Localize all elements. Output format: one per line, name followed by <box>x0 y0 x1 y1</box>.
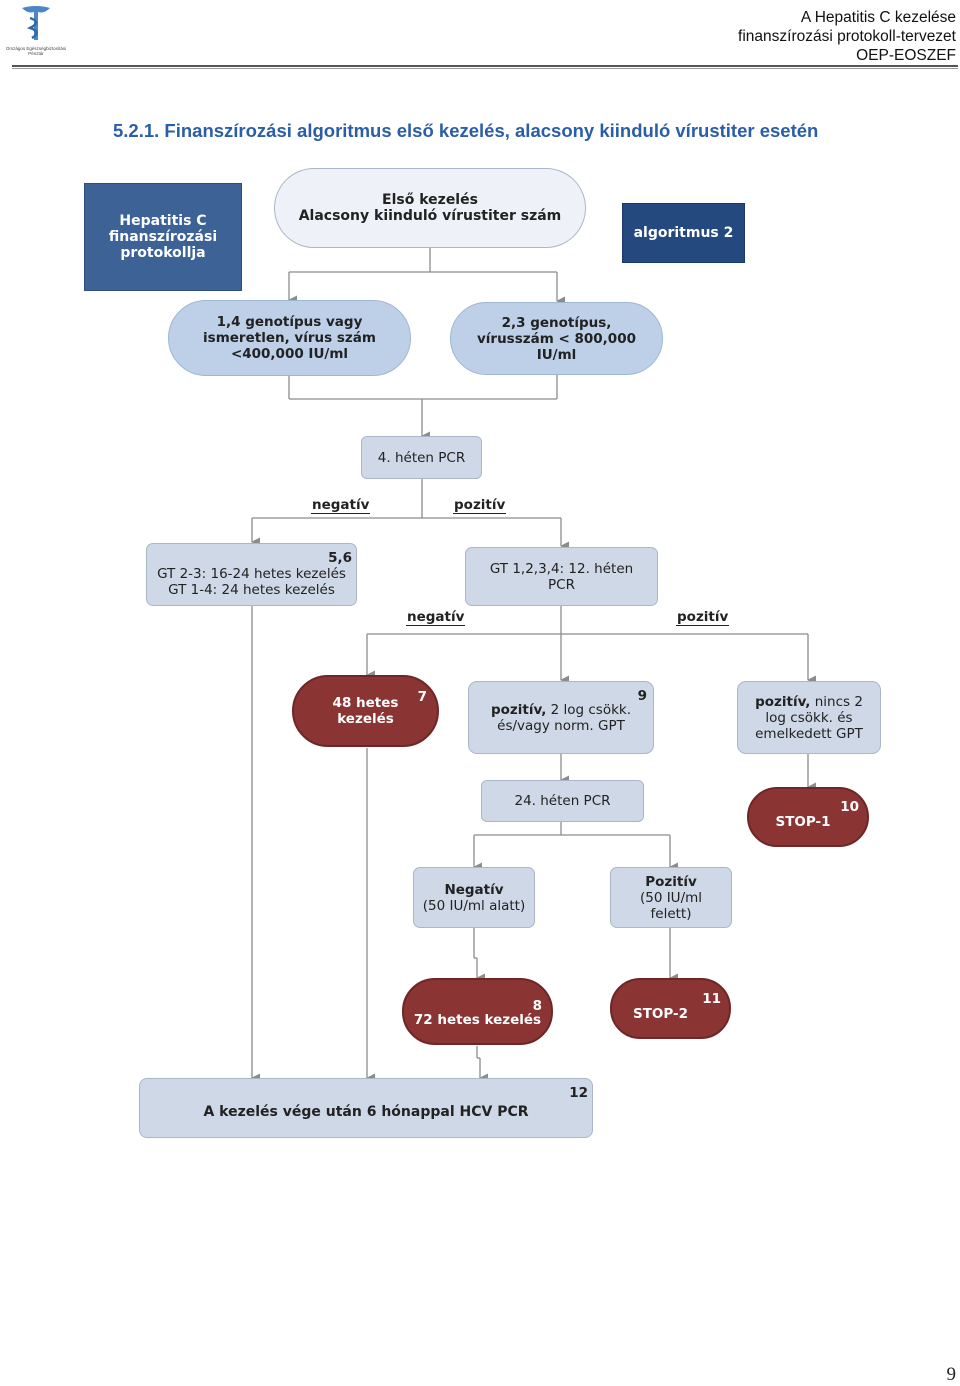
positive-50-text: (50 IU/ml felett) <box>639 889 703 922</box>
stop-2-number: 11 <box>702 991 721 1007</box>
stop-1-node: STOP-1 10 <box>747 787 869 847</box>
week4-pcr-text: 4. héten PCR <box>377 449 466 466</box>
header-line-1: A Hepatitis C kezelése <box>800 9 956 26</box>
week12-pcr-node: GT 1,2,3,4: 12. héten PCR <box>465 547 658 606</box>
page-number: 9 <box>946 1364 957 1385</box>
node-9-rest: 2 log csökk. és/vagy norm. GPT <box>497 701 632 734</box>
node-no-2log-text: pozitív, nincs 2 log csökk. és emelkedet… <box>738 694 880 742</box>
node-7-text: 48 hetes kezelés <box>332 695 399 727</box>
node-8-number: 8 <box>532 998 542 1014</box>
label-positive-week4: pozitív <box>453 497 507 514</box>
algorithm-badge: algoritmus 2 <box>622 203 745 263</box>
node-8-text: 72 hetes kezelés <box>413 1011 542 1028</box>
organization-logo: Országos Egészségbiztosítási Pénztár <box>4 2 68 56</box>
week4-pcr-node: 4. héten PCR <box>361 436 482 479</box>
label-negative-week4: negatív <box>311 497 371 514</box>
genotype-23-text: 2,3 genotípus, vírusszám < 800,000 IU/ml <box>476 314 636 363</box>
page-title: 5.2.1. Finanszírozási algoritmus első ke… <box>113 120 819 141</box>
start-node-line-1: Első kezelés <box>382 192 478 208</box>
end-node-number: 12 <box>569 1085 588 1101</box>
node-9-bold: pozitív, <box>490 701 547 718</box>
week24-pcr-node: 24. héten PCR <box>481 780 644 822</box>
header-line-3: OEP-EOSZEF <box>856 47 956 64</box>
document-header: A Hepatitis C kezelése finanszírozási pr… <box>738 8 956 65</box>
negative-50-text: (50 IU/ml alatt) <box>422 897 526 914</box>
week12-pcr-text: GT 1,2,3,4: 12. héten PCR <box>489 560 634 593</box>
header-rule <box>12 65 958 67</box>
start-node: Első kezelés Alacsony kiinduló vírustite… <box>274 168 586 248</box>
genotype-23-node: 2,3 genotípus, vírusszám < 800,000 IU/ml <box>450 302 663 375</box>
hepc-protocol-text: Hepatitis C finanszírozási protokollja <box>108 213 218 261</box>
stop-2-text: STOP-2 <box>632 1005 689 1022</box>
node-9-number: 9 <box>637 688 647 704</box>
stop-1-number: 10 <box>840 799 859 815</box>
node-7-number: 7 <box>417 689 427 705</box>
header-line-2: finanszírozási protokoll-tervezet <box>738 28 956 45</box>
node-no-2log-rest: nincs 2 log csökk. és emelkedett GPT <box>755 693 863 742</box>
node-positive-no-2log: pozitív, nincs 2 log csökk. és emelkedet… <box>737 681 881 754</box>
genotype-14-node: 1,4 genotípus vagy ismeretlen, vírus szá… <box>168 300 411 376</box>
negative-50-node: Negatív (50 IU/ml alatt) <box>413 867 535 928</box>
algorithm-badge-text: algoritmus 2 <box>633 225 734 241</box>
node-9-positive-2log: pozitív, 2 log csökk. és/vagy norm. GPT … <box>468 681 654 754</box>
node-9-text: pozitív, 2 log csökk. és/vagy norm. GPT <box>469 702 653 734</box>
week24-pcr-text: 24. héten PCR <box>514 793 611 809</box>
label-negative-week12: negatív <box>406 609 466 626</box>
logo-text: Országos Egészségbiztosítási Pénztár <box>5 46 67 56</box>
node-5-6-number: 5,6 <box>328 550 352 566</box>
node-8-72-weeks: 72 hetes kezelés 8 <box>402 978 553 1045</box>
node-5-6-line-2: GT 1-4: 24 hetes kezelés <box>168 582 335 598</box>
node-5-6-line-1: GT 2-3: 16-24 hetes kezelés <box>157 566 346 582</box>
node-7-48-weeks: 48 hetes kezelés 7 <box>292 675 439 747</box>
start-node-line-2: Alacsony kiinduló vírustiter szám <box>298 208 562 224</box>
end-node-text: A kezelés vége után 6 hónappal HCV PCR <box>203 1104 529 1120</box>
stop-2-node: STOP-2 11 <box>610 978 731 1039</box>
caduceus-logo-icon <box>22 6 50 40</box>
negative-50-bold: Negatív <box>444 881 504 898</box>
hepc-protocol-box: Hepatitis C finanszírozási protokollja <box>84 183 242 291</box>
end-node-hcv-pcr: A kezelés vége után 6 hónappal HCV PCR 1… <box>139 1078 593 1138</box>
header-rule-thin <box>12 68 958 69</box>
node-5-6: 5,6 GT 2-3: 16-24 hetes kezelés GT 1-4: … <box>146 543 357 606</box>
genotype-14-text: 1,4 genotípus vagy ismeretlen, vírus szá… <box>203 314 376 362</box>
positive-50-bold: Pozitív <box>645 873 697 890</box>
label-positive-week12: pozitív <box>676 609 730 626</box>
stop-1-text: STOP-1 <box>775 814 831 830</box>
positive-50-node: Pozitív (50 IU/ml felett) <box>610 867 732 928</box>
node-no-2log-bold: pozitív, <box>755 693 811 710</box>
